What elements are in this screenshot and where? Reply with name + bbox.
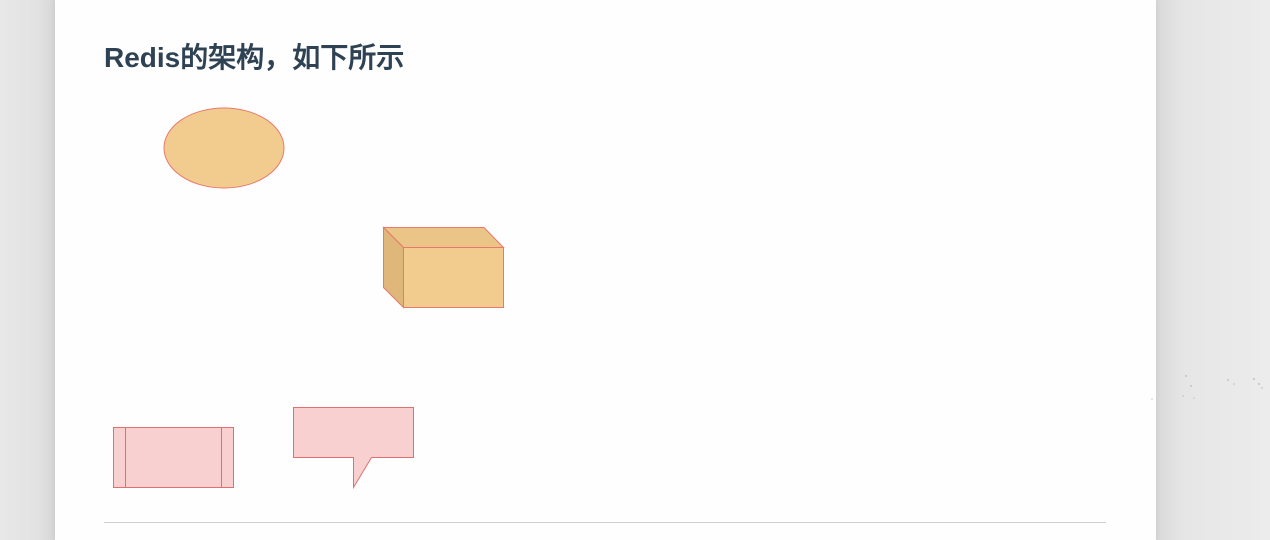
process-shape[interactable] — [112, 426, 236, 490]
left-gutter — [0, 0, 55, 540]
cube-shape[interactable] — [382, 226, 506, 310]
right-gutter — [1156, 0, 1270, 540]
horizontal-rule — [104, 522, 1106, 523]
document-page — [55, 0, 1156, 540]
background-specks — [1151, 375, 1263, 400]
callout-shape[interactable] — [292, 406, 416, 492]
ellipse-shape[interactable] — [162, 106, 286, 190]
section-heading: Redis的架构，如下所示 — [104, 42, 405, 73]
